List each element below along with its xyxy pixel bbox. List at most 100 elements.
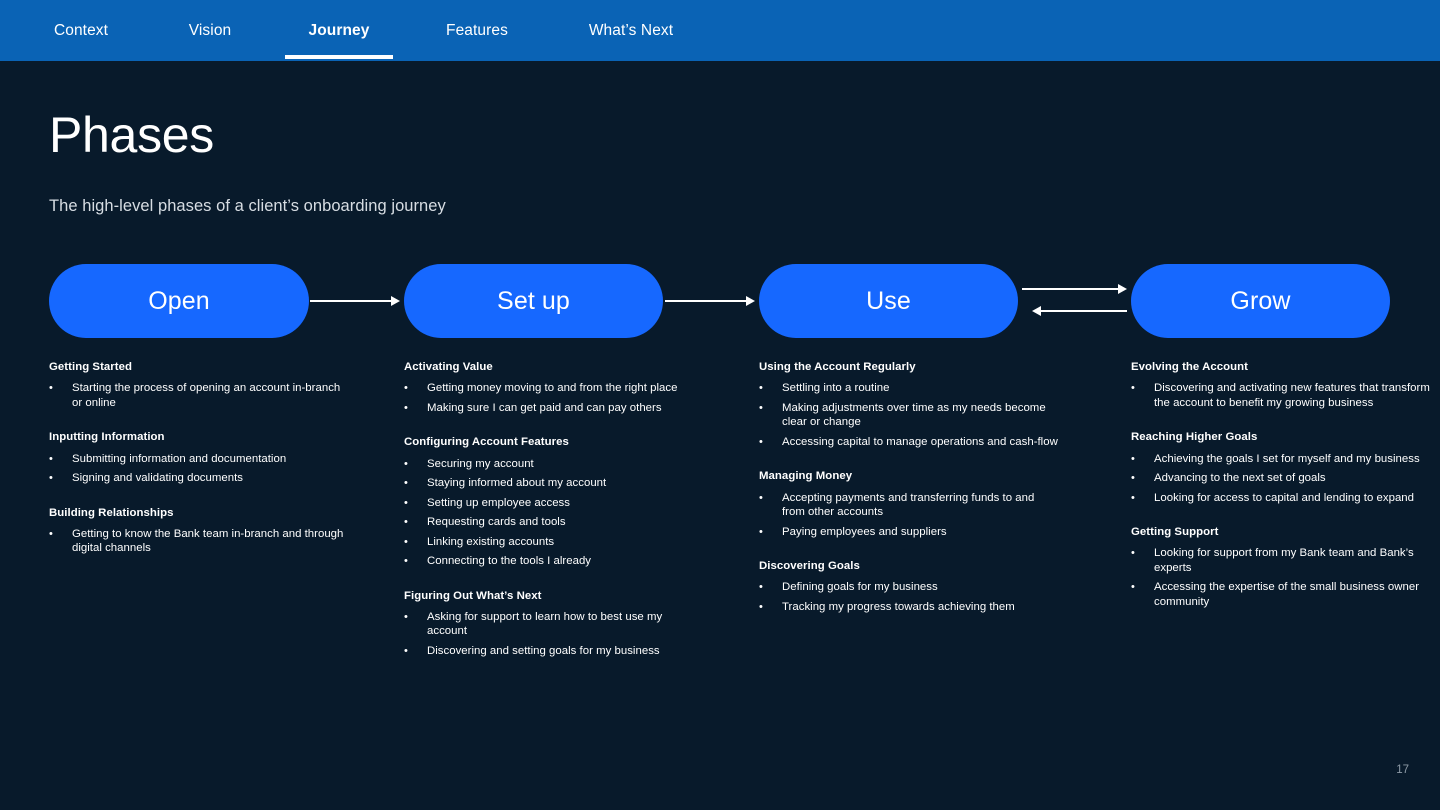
arrow-head: [1032, 306, 1041, 316]
detail-group-heading: Getting Support: [1131, 526, 1219, 538]
arrow-shaft: [665, 300, 747, 302]
bullet-item: •Making adjustments over time as my need…: [759, 401, 1059, 430]
bullet-point-icon: •: [1131, 472, 1135, 484]
phase-pill-grow[interactable]: Grow: [1131, 264, 1390, 338]
bullet-item: •Tracking my progress towards achieving …: [759, 600, 1059, 615]
bullet-point-icon: •: [404, 477, 408, 489]
column-grow: Evolving the Account•Discovering and act…: [1131, 360, 1431, 609]
bullet-text: Accessing the expertise of the small bus…: [1154, 581, 1420, 608]
top-navigation-bar: Context Vision Journey Features What’s Next: [0, 0, 1440, 61]
bullet-text: Advancing to the next set of goals: [1154, 472, 1326, 484]
nav-tab-label: What’s Next: [588, 21, 674, 39]
bullet-point-icon: •: [404, 496, 408, 509]
bullet-point-icon: •: [404, 457, 408, 470]
phase-pill-label: Set up: [497, 286, 570, 315]
detail-group: Inputting Information•Submitting informa…: [49, 430, 349, 485]
detail-group-heading: Reaching Higher Goals: [1131, 431, 1258, 444]
detail-group-heading: Figuring Out What’s Next: [404, 589, 542, 602]
bullet-item: •Linking existing accounts: [404, 535, 704, 550]
detail-group-heading: Inputting Information: [49, 431, 165, 444]
detail-group-heading: Getting Started: [49, 361, 133, 373]
nav-tab-what-s-next[interactable]: What’s Next: [568, 0, 694, 61]
bullet-point-icon: •: [759, 491, 763, 504]
bullet-point-icon: •: [404, 644, 408, 657]
column-open: Getting Started•Starting the process of …: [49, 360, 349, 556]
arrow-use-to-grow-icon: [1022, 283, 1127, 295]
nav-tab-features[interactable]: Features: [430, 0, 524, 61]
phase-pill-label: Open: [148, 286, 210, 315]
bullet-text: Submitting information and documentation: [72, 452, 287, 465]
bullet-text: Staying informed about my account: [427, 477, 607, 489]
bullet-item: • Connecting to the tools I already: [404, 554, 704, 569]
detail-group: Reaching Higher Goals • Achieving the goal…: [1131, 430, 1431, 505]
arrow-shaft: [310, 300, 392, 302]
phase-pill-set-up[interactable]: Set up: [404, 264, 663, 338]
bullet-text: Requesting cards and tools: [427, 516, 566, 528]
detail-group: Using the Account Regularly•Settling int…: [759, 360, 1059, 449]
bullet-text: Looking for access to capital and lendin…: [1154, 491, 1415, 504]
bullet-item: • Achieving the goals I set for myself an…: [1131, 452, 1431, 467]
bullet-text: Setting up employee access: [427, 496, 570, 509]
arrow-head: [391, 296, 400, 306]
bullet-text: Making sure I can get paid and can pay o…: [427, 401, 662, 414]
phase-pill-open[interactable]: Open: [49, 264, 309, 338]
detail-group: Getting Support • Looking for support from…: [1131, 525, 1431, 609]
bullet-text: Securing my account: [427, 457, 534, 470]
bullet-item: •Looking for access to capital and lendi…: [1131, 491, 1431, 506]
phase-pill-label: Grow: [1230, 286, 1291, 315]
arrow-head: [1118, 284, 1127, 294]
bullet-text: Achieving the goals I set for myself and…: [1154, 452, 1420, 465]
bullet-item: • Setting up employee access: [404, 496, 704, 511]
bullet-text: Asking for support to learn how to best …: [427, 610, 663, 638]
bullet-point-icon: •: [759, 435, 763, 448]
bullet-text: Accepting payments and transferring fund…: [782, 491, 1035, 519]
bullet-item: • Paying employees and suppliers: [759, 525, 1059, 540]
arrow-head: [746, 296, 755, 306]
bullet-point-icon: •: [1131, 581, 1135, 594]
bullet-item: • Defining goals for my business: [759, 580, 1059, 595]
bullet-text: Starting the process of opening an accou…: [72, 382, 341, 409]
bullet-text: Looking for support from my Bank team an…: [1154, 547, 1414, 574]
bullet-text: Defining goals for my business: [782, 581, 938, 594]
bullet-item: • Staying informed about my account: [404, 476, 704, 491]
bullet-point-icon: •: [759, 525, 763, 538]
nav-tab-label: Vision: [188, 21, 232, 39]
bullet-point-icon: •: [1131, 547, 1135, 560]
detail-group-heading: Building Relationships: [49, 506, 174, 519]
bullet-point-icon: •: [1131, 452, 1135, 465]
bullet-point-icon: •: [759, 581, 763, 594]
arrow-shaft: [1022, 288, 1119, 290]
bullet-item: • Accepting payments and transferring fun…: [759, 491, 1059, 520]
bullet-text: Discovering and setting goals for my bus…: [427, 644, 660, 657]
nav-tab-context[interactable]: Context: [35, 0, 127, 61]
page-number: 17: [1396, 764, 1409, 776]
arrow-shaft: [1040, 310, 1127, 312]
nav-tab-journey[interactable]: Journey: [285, 0, 393, 61]
bullet-text: Getting to know the Bank team in-branch …: [72, 527, 344, 555]
phase-pill-label: Use: [866, 286, 911, 315]
bullet-item: •Signing and validating documents: [49, 471, 349, 486]
bullet-text: Accessing capital to manage operations a…: [782, 435, 1058, 448]
bullet-point-icon: •: [404, 535, 408, 548]
nav-tab-label: Journey: [308, 21, 370, 39]
nav-tab-vision[interactable]: Vision: [170, 0, 250, 61]
arrow-grow-to-use-icon: [1032, 305, 1127, 317]
bullet-item: • Accessing the expertise of the small bu…: [1131, 580, 1431, 609]
bullet-point-icon: •: [404, 382, 408, 395]
column-set-up: Activating Value•Getting money moving to…: [404, 360, 704, 658]
phase-pill-use[interactable]: Use: [759, 264, 1018, 338]
bullet-text: Connecting to the tools I already: [427, 555, 592, 567]
bullet-point-icon: •: [404, 516, 408, 528]
bullet-text: Paying employees and suppliers: [782, 525, 947, 538]
arrow-open-to-setup-icon: [310, 295, 400, 307]
detail-group: Building Relationships•Getting to know t…: [49, 506, 349, 556]
detail-group: Managing Money•Accepting payments and tr…: [759, 469, 1059, 539]
bullet-point-icon: •: [404, 401, 408, 414]
bullet-item: •Settling into a routine: [759, 381, 1059, 396]
detail-group-heading: Configuring Account Features: [404, 436, 569, 449]
bullet-item: •Getting money moving to and from the ri…: [404, 381, 704, 396]
bullet-point-icon: •: [404, 555, 408, 567]
bullet-text: Signing and validating documents: [72, 472, 243, 484]
page-title: Phases: [49, 107, 214, 163]
nav-active-underline: [285, 55, 393, 59]
